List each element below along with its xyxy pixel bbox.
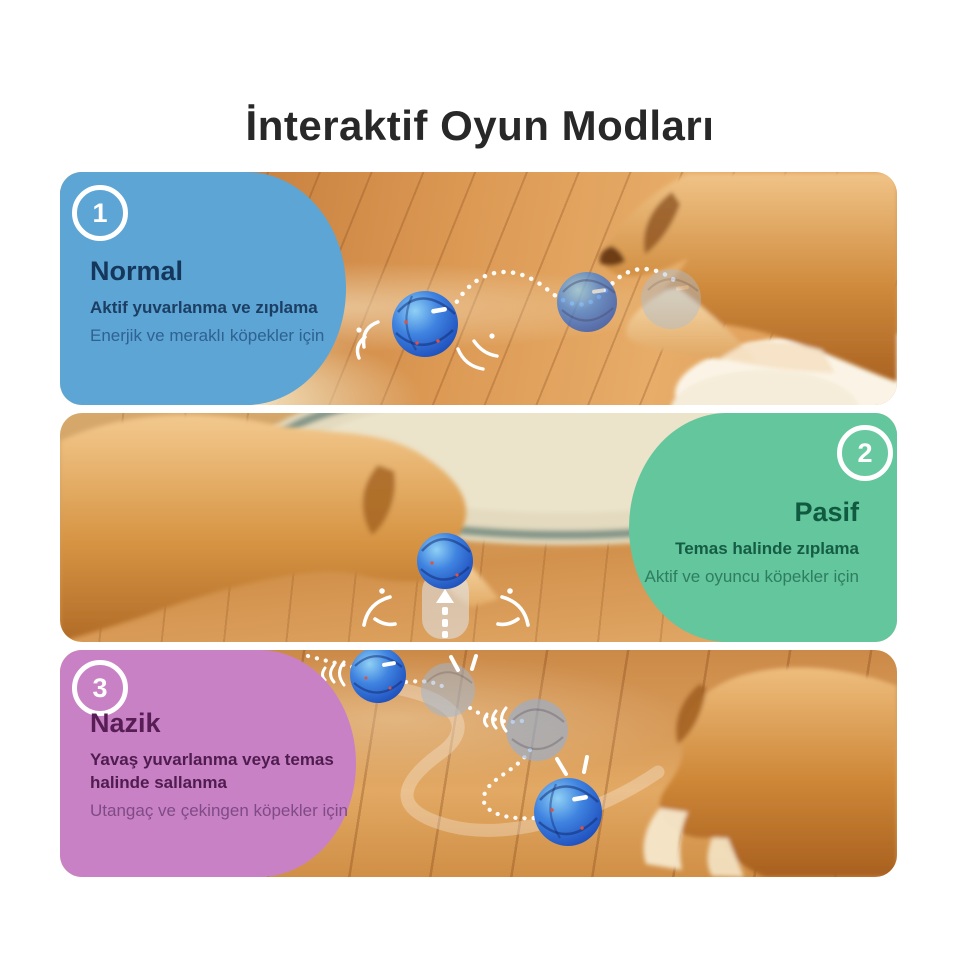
toy-ball	[534, 778, 602, 846]
mode-badge-1: 1	[72, 185, 128, 241]
bounce-ghost-trail	[422, 571, 469, 639]
mode-name: Nazik	[90, 708, 161, 738]
toy-ball	[417, 533, 473, 589]
normal-scene-illustration	[355, 172, 897, 405]
toy-ball	[392, 291, 458, 357]
mode-audience: Enerjik ve meraklı köpekler için	[90, 325, 325, 345]
toy-ball-ghost	[557, 272, 617, 332]
dog-illustration	[599, 172, 897, 382]
mode-feature: Yavaş yuvarlanma veya temas halinde sall…	[90, 750, 334, 792]
dog-illustration	[643, 667, 897, 877]
mode-panel-nazik: 3 Nazik Yavaş yuvarlanma veya temas hali…	[60, 650, 897, 877]
roll-swirl-ghost	[353, 677, 665, 837]
wiggle-marks-icon	[321, 660, 508, 733]
mode-panel-normal: 1 Normal Aktif yuvarlanma ve zıplama Ene…	[60, 172, 897, 405]
mode-panel-pasif: 2 Pasif Temas halinde zıplama Aktif ve o…	[60, 413, 897, 642]
mode-badge-2: 2	[837, 425, 893, 481]
toy-ball-ghost	[506, 699, 568, 761]
surprise-marks-icon	[449, 654, 589, 776]
mode-name: Pasif	[794, 497, 859, 527]
mode-feature: Temas halinde zıplama	[675, 539, 859, 558]
toy-ball-ghost	[421, 663, 475, 717]
bounce-arrow-icon	[436, 589, 454, 638]
motion-marks-icon	[362, 588, 530, 627]
motion-marks-icon	[355, 320, 499, 371]
mode-name: Normal	[90, 256, 184, 286]
mode-audience: Aktif ve oyuncu köpekler için	[644, 566, 860, 586]
toy-ball	[350, 650, 406, 703]
page-title: İnteraktif Oyun Modları	[245, 102, 715, 150]
nazik-scene-illustration	[305, 650, 897, 877]
toy-ball-ghost	[641, 269, 701, 329]
mode-text-block: Pasif Temas halinde zıplama Aktif ve oyu…	[645, 497, 860, 589]
mode-badge-3: 3	[72, 660, 128, 716]
mode-text-block: Nazik Yavaş yuvarlanma veya temas halind…	[90, 708, 350, 823]
mode-text-block: Normal Aktif yuvarlanma ve zıplama Enerj…	[90, 256, 324, 348]
mode-audience: Utangaç ve çekingen köpekler için	[90, 800, 348, 820]
mode-feature: Aktif yuvarlanma ve zıplama	[90, 298, 318, 317]
